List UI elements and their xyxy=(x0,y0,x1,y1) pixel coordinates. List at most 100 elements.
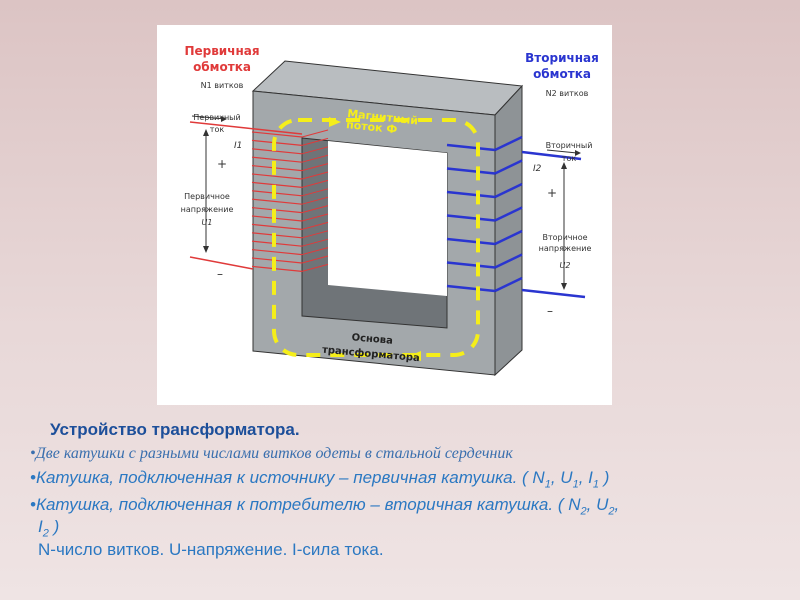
bullet-text: ) xyxy=(48,517,60,536)
secondary-voltage-arrowhead-up xyxy=(561,162,567,169)
primary-coil-turn xyxy=(251,232,303,239)
secondary-coil-turn xyxy=(446,167,496,175)
secondary-coil-turn-side xyxy=(494,229,523,246)
secondary-coil-turn xyxy=(446,261,496,269)
secondary-coil-turn-side xyxy=(494,135,523,152)
primary-coil-turn xyxy=(251,139,303,146)
bullet-text: •Катушка, подключенная к источнику – пер… xyxy=(30,468,545,487)
primary-coil-turn xyxy=(251,207,303,214)
primary-coil-turn-inner xyxy=(301,255,329,264)
secondary-plus: + xyxy=(547,186,557,200)
primary-voltage-arrowhead-down xyxy=(203,246,209,253)
primary-coil-turn xyxy=(251,198,303,205)
primary-minus: – xyxy=(217,267,223,281)
sub: 1 xyxy=(544,478,551,491)
primary-coil-turn-inner xyxy=(301,129,329,138)
bullet-secondary-coil-cont: I2 ) xyxy=(38,517,59,539)
secondary-coil-turn-side xyxy=(494,276,523,293)
primary-coil-turn-inner xyxy=(301,230,329,239)
bullet-text: I xyxy=(38,517,43,536)
symbols-legend: N-число витков. U-напряжение. I-сила ток… xyxy=(38,540,384,559)
primary-current-symbol: I1 xyxy=(234,141,242,151)
primary-coil-turn xyxy=(251,215,303,222)
primary-coil-turn-inner xyxy=(301,154,329,163)
magnetic-flux-label: Магнитныйпоток Ф xyxy=(346,107,419,138)
secondary-current-arrowhead xyxy=(575,150,581,156)
primary-current-arrowhead xyxy=(221,116,227,122)
primary-coil-turn xyxy=(251,223,303,230)
bullet-text: , I xyxy=(578,468,593,487)
secondary-coil-turn xyxy=(446,214,496,222)
primary-coil-turn xyxy=(251,156,303,163)
primary-coil-turn-inner xyxy=(301,146,329,155)
primary-coil-turn xyxy=(251,257,303,264)
secondary-coil-turn xyxy=(446,143,496,152)
core-side-face xyxy=(494,84,523,377)
secondary-coil-turn-side xyxy=(494,206,523,222)
primary-coil-turn-inner xyxy=(301,188,329,197)
primary-plus: + xyxy=(217,157,227,171)
secondary-wire-out xyxy=(521,150,582,161)
primary-coil-turn xyxy=(251,165,303,172)
secondary-coil-turn xyxy=(446,190,496,199)
primary-coil-turn-inner xyxy=(301,196,329,205)
primary-voltage-arrowhead-up xyxy=(203,129,209,136)
secondary-coil-turn-side xyxy=(494,159,523,175)
core-window-opening xyxy=(328,141,447,296)
primary-coil-turn xyxy=(251,173,303,180)
flux-arrow-top xyxy=(329,117,341,127)
primary-coil-turn xyxy=(251,249,303,256)
primary-coil-turn-inner xyxy=(301,221,329,230)
primary-coil-turn xyxy=(251,265,303,272)
sub: 2 xyxy=(580,505,587,518)
primary-coil-turn-inner xyxy=(301,263,329,272)
primary-turns-label: N1 витков xyxy=(201,81,244,90)
primary-coil-turn xyxy=(251,131,303,138)
secondary-coil-turn xyxy=(446,237,496,246)
primary-coil-turn-inner xyxy=(301,238,329,247)
secondary-minus: – xyxy=(547,304,553,318)
bullet-text: ) xyxy=(598,468,610,487)
secondary-coil-turn-side xyxy=(494,253,523,269)
bullet-text: •Катушка, подключенная к потребителю – в… xyxy=(30,495,581,514)
secondary-voltage-arrowhead-down xyxy=(561,283,567,290)
primary-coil-turn xyxy=(251,181,303,188)
primary-coil-turn-inner xyxy=(301,213,329,222)
secondary-coil-turn xyxy=(446,284,496,293)
bullet-secondary-coil: •Катушка, подключенная к потребителю – в… xyxy=(30,495,619,517)
primary-coil-turn-inner xyxy=(301,247,329,256)
secondary-turns-label: N2 витков xyxy=(546,89,589,98)
primary-coil-turn-inner xyxy=(301,205,329,214)
primary-wire-in xyxy=(189,121,303,135)
secondary-coil xyxy=(446,135,523,293)
bullet-text: , U xyxy=(550,468,573,487)
primary-coil-turn-inner xyxy=(301,163,329,172)
primary-coil-turn-inner xyxy=(301,179,329,188)
secondary-current-symbol: I2 xyxy=(533,164,542,174)
primary-current-arrow xyxy=(191,115,226,120)
bullet-text: , xyxy=(614,495,620,514)
primary-coil-turn xyxy=(251,190,303,197)
primary-coil-turn-inner xyxy=(301,171,329,180)
primary-coil-turn-inner xyxy=(301,137,329,146)
sub: 1 xyxy=(592,478,599,491)
slide-title: Устройство трансформатора. xyxy=(50,420,300,439)
sub: 2 xyxy=(42,527,49,540)
sub: 2 xyxy=(608,505,615,518)
primary-coil-turn xyxy=(251,148,303,155)
bullet-primary-coil: •Катушка, подключенная к источнику – пер… xyxy=(30,468,609,490)
primary-coil xyxy=(251,129,329,272)
sub: 1 xyxy=(572,478,579,491)
bullet-two-coils: •Две катушки с разными числами витков од… xyxy=(30,445,513,462)
magnetic-flux-path xyxy=(272,118,480,357)
primary-coil-turn xyxy=(251,240,303,247)
secondary-coil-turn-side xyxy=(494,182,523,199)
bullet-text: , U xyxy=(586,495,609,514)
